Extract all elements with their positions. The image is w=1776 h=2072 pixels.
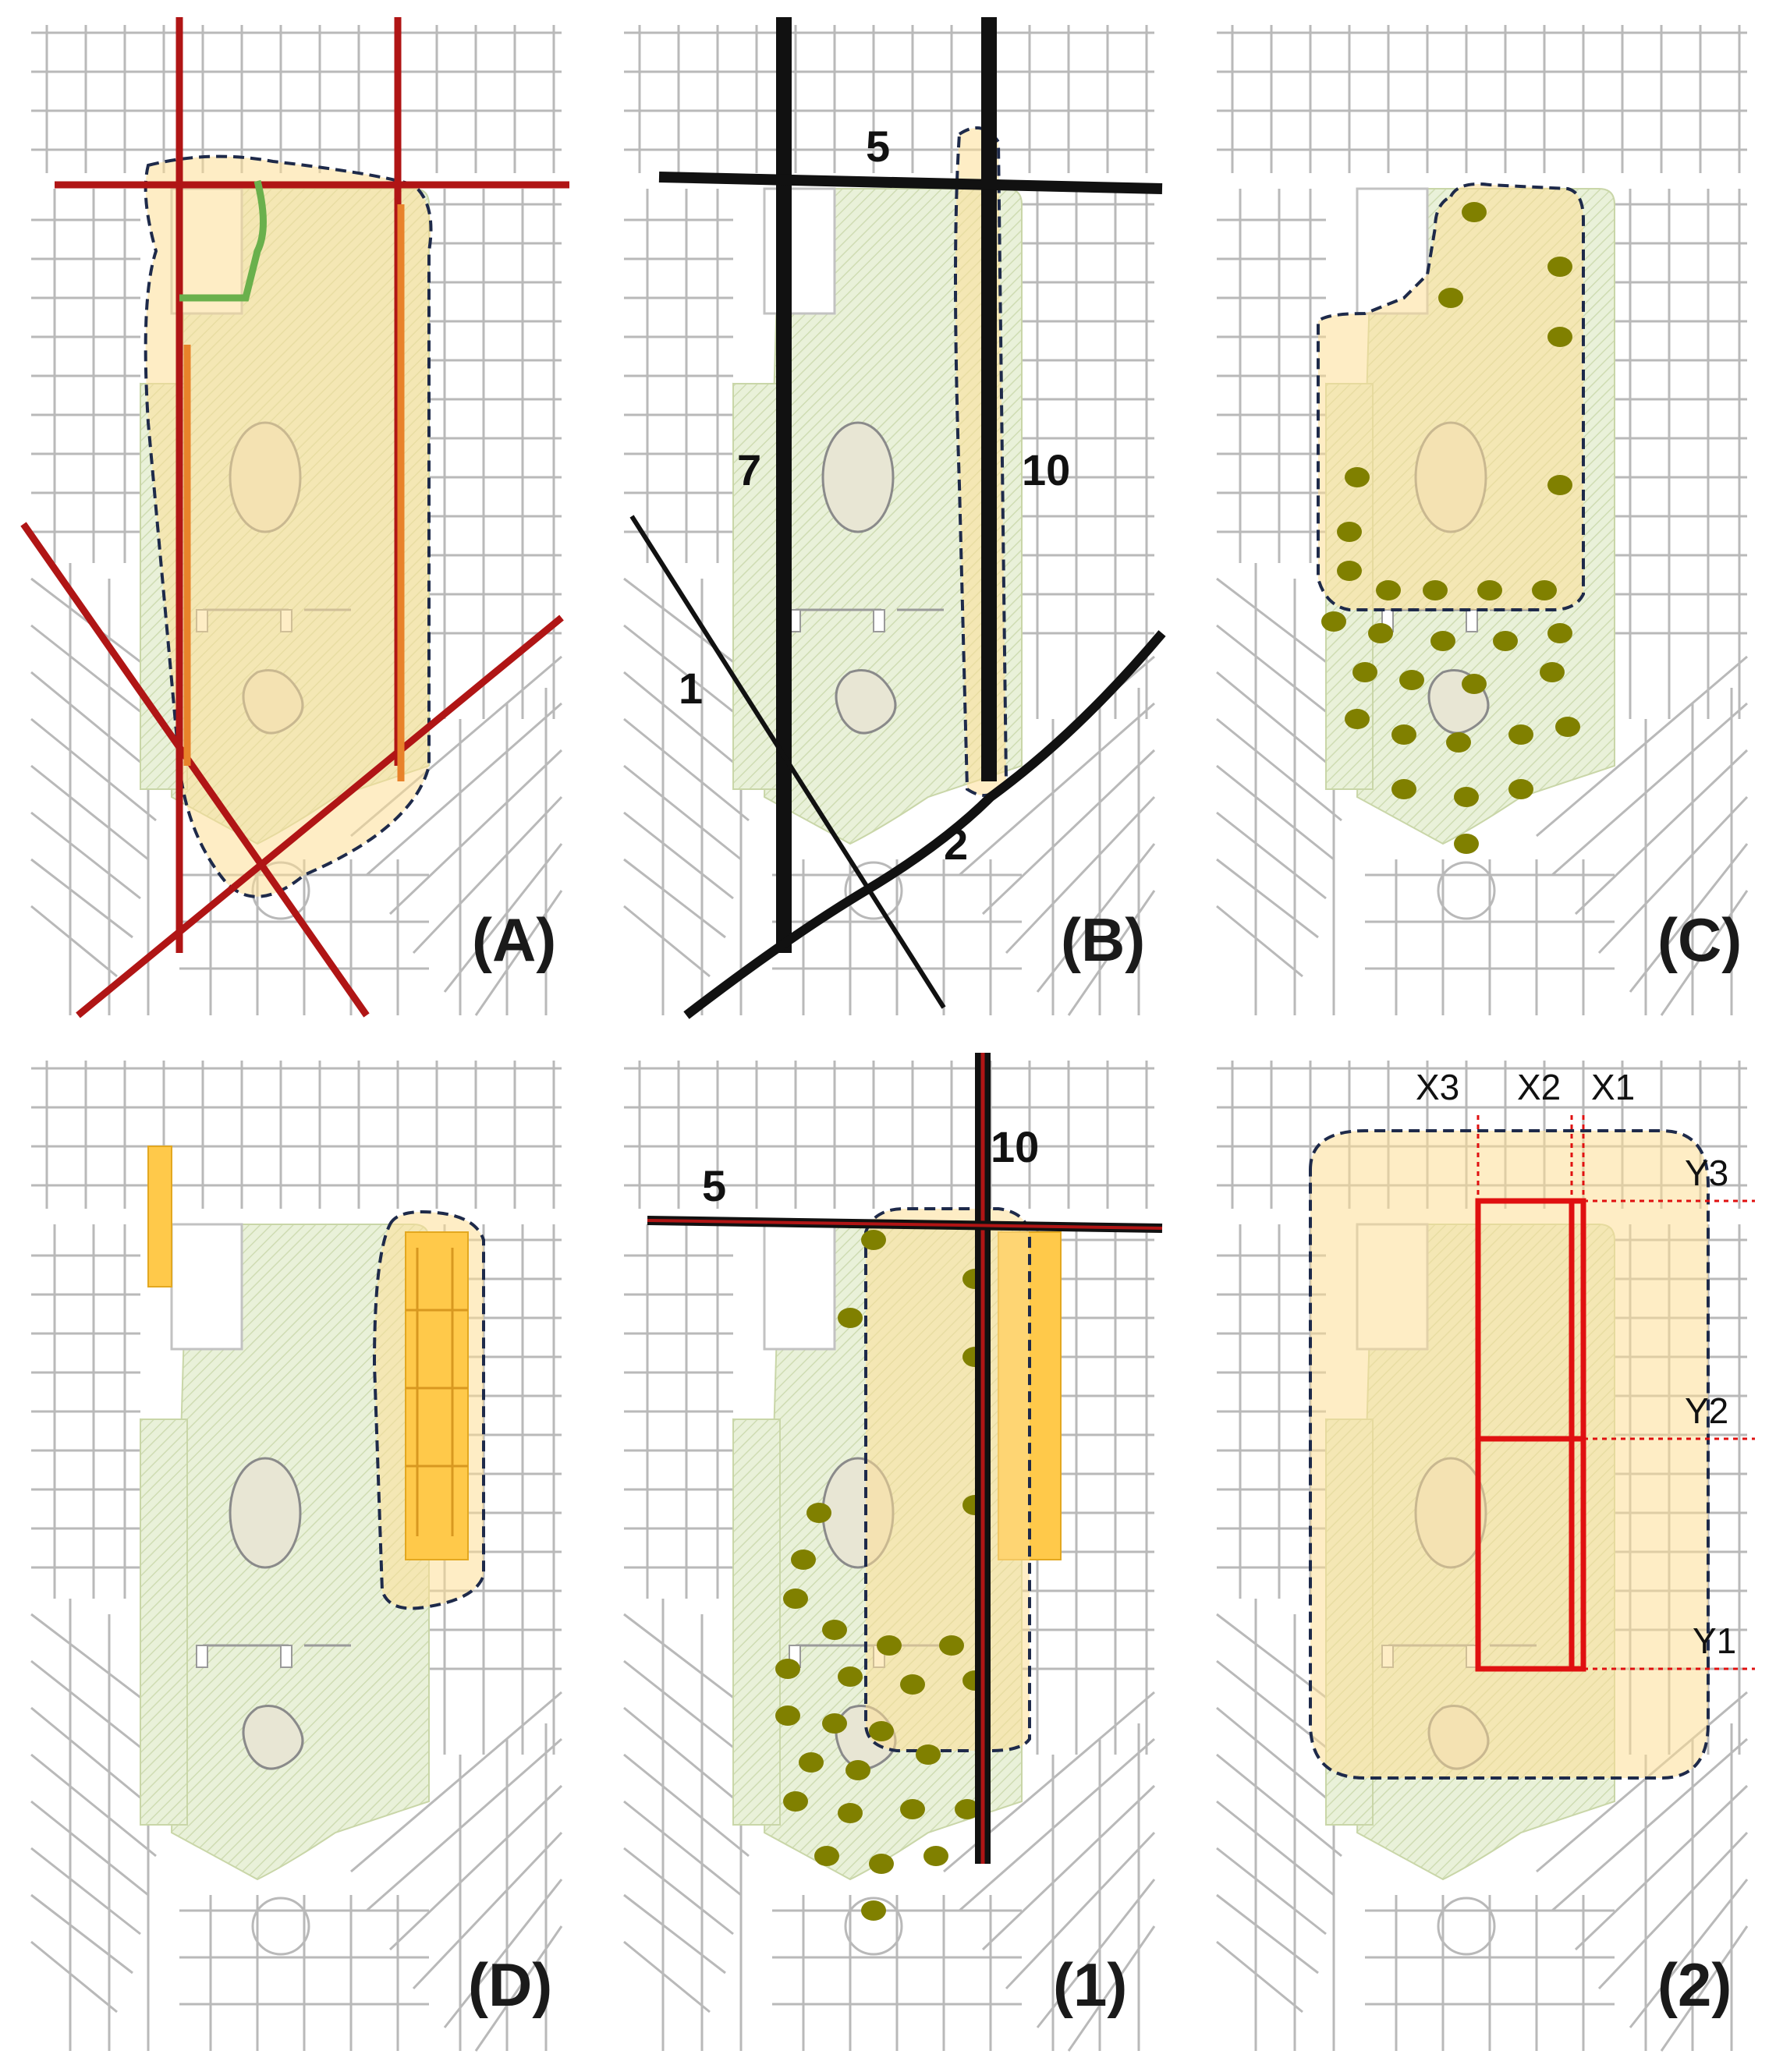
road-number-1: 1 [679,664,703,713]
panel-label-2: (2) [1657,1950,1732,2019]
road-number-7: 7 [737,445,761,494]
panel-label-b: (B) [1061,905,1145,974]
grid-label-y2: Y2 [1685,1390,1728,1431]
panel-b: 5 7 10 1 2 (B) [615,16,1166,1025]
panel-1-zone [864,1207,1031,1752]
buildings-east [405,1231,469,1560]
grid-label-x1: X1 [1591,1067,1635,1107]
grid-label-x2: X2 [1517,1067,1561,1107]
analysis-grid [1475,1198,1586,1672]
panel-a: (A) [20,16,571,1025]
road-number-5: 5 [702,1161,726,1210]
road-number-5: 5 [866,122,890,171]
panel-c: (C) [1207,16,1757,1025]
grid-label-y1: Y1 [1693,1620,1736,1661]
panel-2: X3 X2 X1 Y3 Y2 Y1 (2) [1207,1051,1757,2060]
road-number-10: 10 [1022,445,1070,494]
grid-label-y3: Y3 [1685,1153,1728,1193]
panel-a-zone [144,154,433,898]
panel-d: (D) [22,1051,571,2060]
panel-c-zone [1317,182,1585,611]
road-number-2: 2 [944,820,968,869]
panel-2-zone [1309,1129,1710,1780]
panel-1: 10 5 (1) [615,1051,1164,2060]
building-west [147,1146,172,1287]
panel-label-c: (C) [1657,905,1742,974]
grid-label-x3: X3 [1416,1067,1459,1107]
tree-dots [1321,202,1580,854]
panel-label-a: (A) [472,905,556,974]
panel-label-d: (D) [468,1950,552,2019]
panel-label-1: (1) [1053,1950,1127,2019]
road-number-10: 10 [991,1122,1039,1171]
